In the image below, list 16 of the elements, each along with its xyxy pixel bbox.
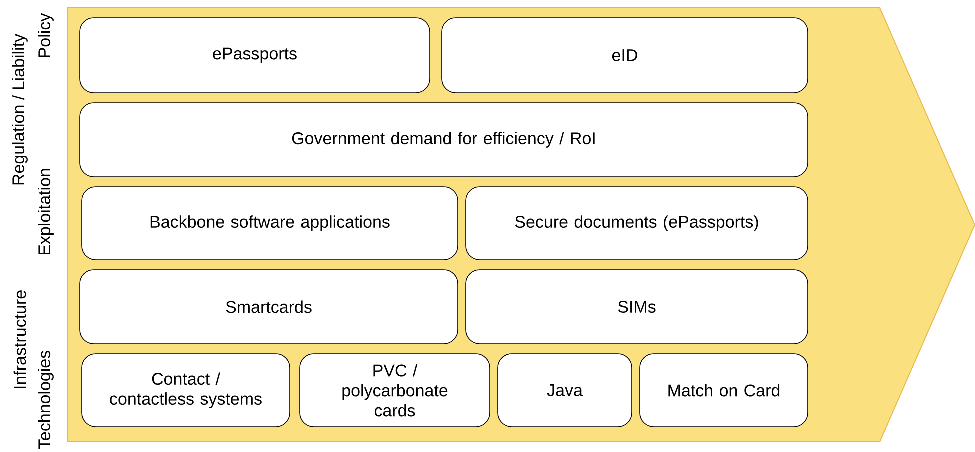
rounded-box: ePassports bbox=[80, 18, 430, 94]
rounded-box: SIMs bbox=[466, 270, 808, 344]
rounded-box: Java bbox=[498, 354, 632, 428]
side-label: Exploitation bbox=[38, 169, 54, 255]
rounded-box: eID bbox=[442, 18, 808, 94]
rounded-box: Contact / contactless systems bbox=[82, 354, 290, 428]
rounded-box: Smartcards bbox=[80, 270, 458, 344]
side-label: Technologies bbox=[38, 351, 54, 450]
rounded-box: Backbone software applications bbox=[82, 186, 458, 260]
rounded-box: PVC / polycarbonate cards bbox=[300, 354, 490, 428]
rounded-box: Secure documents (ePassports) bbox=[466, 186, 808, 260]
side-label: Infrastructure bbox=[14, 290, 26, 388]
rounded-box: Match on Card bbox=[640, 354, 808, 428]
side-label: Regulation / Liability bbox=[12, 34, 28, 185]
side-label: Policy bbox=[38, 13, 54, 58]
rounded-box: Government demand for efficiency / RoI bbox=[80, 102, 808, 178]
